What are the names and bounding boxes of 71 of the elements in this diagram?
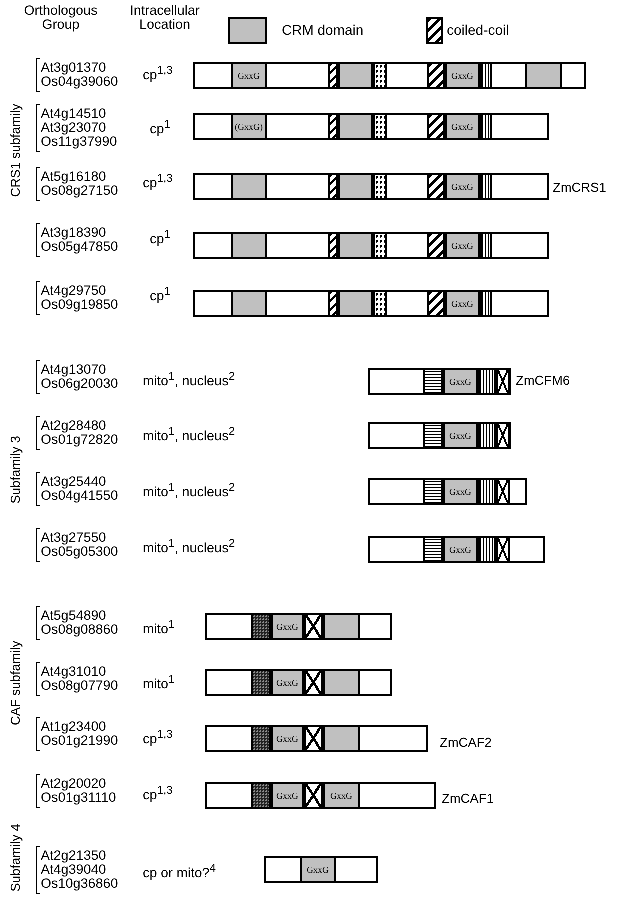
legend-label: coiled-coil — [447, 23, 510, 37]
gene-id-list: At2g21350 At4g39040 Os10g36860 — [41, 849, 133, 891]
gene-id-list: At3g25440 Os04g41550 — [41, 475, 133, 503]
location-label: cp$^{1,3}$ — [143, 728, 173, 746]
gene-name: ZmCFM6 — [516, 374, 570, 388]
column-header: Orthologous Group — [23, 4, 99, 32]
crm-domain: GxxG — [445, 64, 480, 87]
gene-id-list: At5g54890 Os08g08860 — [41, 609, 133, 637]
crm-domain: GxxG — [443, 538, 478, 561]
crm-domain: GxxG — [443, 480, 478, 503]
gene-id-list: At3g01370 Os04g39060 — [41, 61, 133, 89]
protein-domain-bar — [368, 478, 527, 505]
column-header: Intracellular Location — [129, 4, 201, 32]
crm-domain: GxxG — [271, 784, 304, 807]
location-label: cp$^{1}$ — [150, 118, 171, 136]
gene-id-list: At4g31010 Os08g07790 — [41, 665, 133, 693]
location-label: cp or mito?$^{4}$ — [143, 862, 216, 880]
crm-domain: GxxG — [300, 858, 336, 881]
subfamily-label: Subfamily 3 — [8, 436, 24, 504]
gene-name: ZmCRS1 — [553, 181, 606, 195]
gene-id-list: At1g23400 Os01g21990 — [41, 720, 133, 748]
protein-domain-bar — [205, 782, 436, 809]
protein-domain-bar — [368, 368, 511, 395]
gene-id-list: At4g13070 Os06g20030 — [41, 363, 133, 391]
subfamily-label: CAF subfamily — [8, 640, 24, 726]
protein-domain-bar — [193, 173, 549, 200]
subfamily-label: Subfamily 4 — [8, 824, 24, 892]
crm-domain: GxxG — [271, 671, 304, 694]
crm-domain: GxxG — [323, 784, 360, 807]
location-label: cp$^{1,3}$ — [143, 64, 173, 82]
protein-domain-bar — [193, 290, 549, 317]
protein-domain-bar — [193, 232, 549, 259]
location-label: cp$^{1}$ — [150, 285, 171, 304]
crm-domain: GxxG — [271, 727, 304, 750]
gene-id-list: At2g28480 Os01g72820 — [41, 419, 133, 447]
crm-domain: GxxG — [445, 175, 480, 198]
location-label: mito$^{1}$, nucleus$^{2}$ — [143, 425, 236, 444]
crm-domain: GxxG — [271, 615, 304, 638]
gene-id-list: At3g27550 Os05g05300 — [41, 531, 133, 559]
location-label: cp$^{1,3}$ — [143, 172, 173, 190]
subfamily-label: CRS1 subfamily — [8, 104, 24, 197]
crm-domain: GxxG — [445, 234, 480, 257]
legend-label: CRM domain — [282, 23, 364, 37]
crm-domain: GxxG — [445, 292, 480, 315]
location-label: mito$^{1}$, nucleus$^{2}$ — [143, 481, 236, 500]
location-label: cp$^{1}$ — [150, 228, 171, 246]
location-label: mito$^{1}$ — [143, 673, 175, 692]
gene-id-list: At5g16180 Os08g27150 — [41, 170, 133, 198]
gene-name: ZmCAF2 — [440, 736, 492, 750]
crm-domain: GxxG — [445, 115, 480, 138]
location-label: mito$^{1}$ — [143, 618, 175, 636]
protein-domain-bar — [368, 422, 511, 449]
protein-domain-bar — [205, 613, 392, 640]
protein-domain-bar — [205, 725, 428, 752]
location-label: cp$^{1,3}$ — [143, 784, 173, 802]
crm-domain: GxxG — [443, 370, 478, 393]
gene-id-list: At4g14510 At3g23070 Os11g37990 — [41, 107, 133, 149]
gene-name: ZmCAF1 — [442, 792, 494, 806]
crm-domain: GxxG — [443, 424, 478, 447]
protein-domain-bar — [193, 113, 549, 140]
gene-id-list: At4g29750 Os09g19850 — [41, 284, 133, 312]
protein-domain-bar — [193, 62, 586, 89]
location-label: mito$^{1}$, nucleus$^{2}$ — [143, 370, 236, 388]
location-label: mito$^{1}$, nucleus$^{2}$ — [143, 537, 236, 556]
protein-domain-bar — [264, 856, 378, 883]
gene-id-list: At3g18390 Os05g47850 — [41, 226, 133, 254]
crm-domain: (GxxG) — [231, 115, 267, 138]
protein-domain-bar — [205, 669, 392, 696]
crm-domain: GxxG — [231, 64, 267, 87]
gene-id-list: At2g20020 Os01g31110 — [41, 777, 133, 805]
protein-domain-bar — [368, 536, 545, 563]
